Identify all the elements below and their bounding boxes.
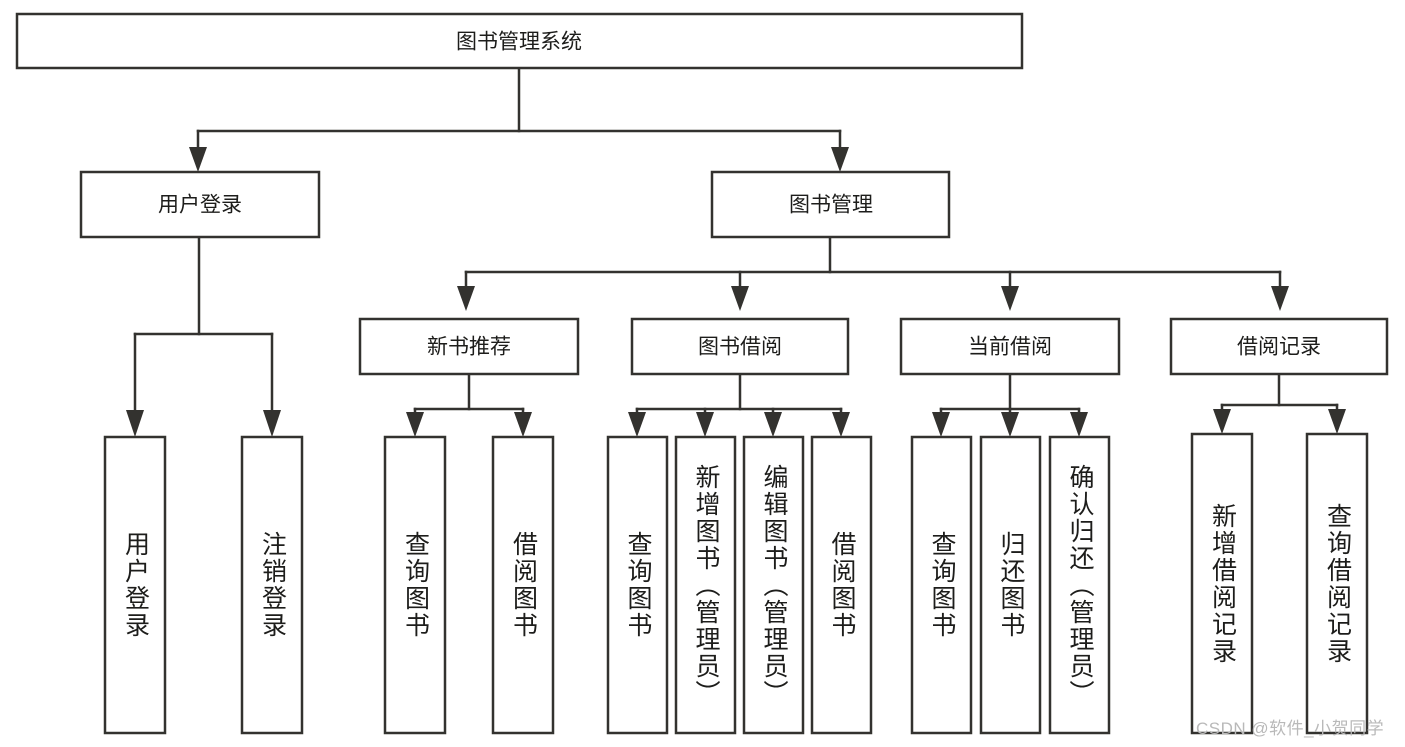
node-leaf-borrow-book-2[interactable] — [810, 435, 873, 735]
label-current-borrow: 当前借阅 — [968, 336, 1052, 359]
arrow-head-leaf-confirm-return — [1070, 412, 1088, 437]
arrow-head-leaf-add-record — [1213, 409, 1231, 434]
node-leaf-query-book-2[interactable] — [606, 435, 669, 735]
watermark-text: CSDN @软件_小贺同学 — [1196, 719, 1385, 738]
label-user-login: 用户登录 — [158, 194, 242, 217]
connector-borrowrecord-to-leaves — [1213, 372, 1346, 434]
label-book-borrow: 图书借阅 — [698, 336, 782, 359]
node-leaf-query-record[interactable] — [1305, 432, 1369, 735]
connector-newbook-to-leaves — [406, 372, 532, 437]
arrow-head-leaf-query-record — [1328, 409, 1346, 434]
arrow-head-leaf-query-book-2 — [628, 412, 646, 437]
node-borrow-record[interactable] — [1169, 317, 1389, 376]
node-user-login[interactable] — [79, 170, 321, 239]
arrow-head-leaf-return-book — [1001, 412, 1019, 437]
node-leaf-add-book[interactable] — [674, 435, 737, 735]
connector-bookborrow-to-leaves — [628, 372, 850, 437]
node-leaf-edit-book[interactable] — [742, 435, 805, 735]
label-borrow-record: 借阅记录 — [1237, 336, 1321, 359]
label-root: 图书管理系统 — [456, 31, 582, 54]
node-current-borrow[interactable] — [899, 317, 1121, 376]
arrow-head-leaf-query-book-1 — [406, 412, 424, 437]
node-book-manage[interactable] — [710, 170, 951, 239]
node-leaf-query-book-3[interactable] — [910, 435, 973, 735]
node-leaf-user-login[interactable] — [103, 435, 167, 735]
arrow-head-book-manage — [831, 147, 849, 172]
label-book-manage: 图书管理 — [789, 194, 873, 217]
node-leaf-confirm-return[interactable] — [1048, 435, 1111, 735]
arrow-head-leaf-user-login — [126, 410, 144, 437]
arrow-head-leaf-user-logout — [263, 410, 281, 437]
node-book-borrow[interactable] — [630, 317, 850, 376]
node-leaf-user-logout[interactable] — [240, 435, 304, 735]
node-root[interactable] — [15, 12, 1024, 70]
connector-root-to-level2 — [189, 66, 849, 172]
arrow-head-new-book-recommend — [457, 286, 475, 311]
arrow-head-user-login — [189, 147, 207, 172]
arrow-head-leaf-borrow-book-2 — [832, 412, 850, 437]
node-leaf-borrow-book-1[interactable] — [491, 435, 555, 735]
arrow-head-leaf-add-book — [696, 412, 714, 437]
node-leaf-add-record[interactable] — [1190, 432, 1254, 735]
arrow-head-borrow-record — [1271, 286, 1289, 311]
node-leaf-query-book-1[interactable] — [383, 435, 447, 735]
node-new-book-recommend[interactable] — [358, 317, 580, 376]
arrow-head-current-borrow — [1001, 286, 1019, 311]
node-leaf-return-book[interactable] — [979, 435, 1042, 735]
connector-bookmanage-to-level3 — [457, 235, 1289, 311]
arrow-head-leaf-query-book-3 — [932, 412, 950, 437]
connector-userlogin-to-leaves — [126, 235, 281, 437]
arrow-head-leaf-borrow-book-1 — [514, 412, 532, 437]
label-new-book-recommend: 新书推荐 — [427, 336, 511, 359]
connector-currentborrow-to-leaves — [932, 372, 1088, 437]
arrow-head-leaf-edit-book — [764, 412, 782, 437]
arrow-head-book-borrow — [731, 286, 749, 311]
